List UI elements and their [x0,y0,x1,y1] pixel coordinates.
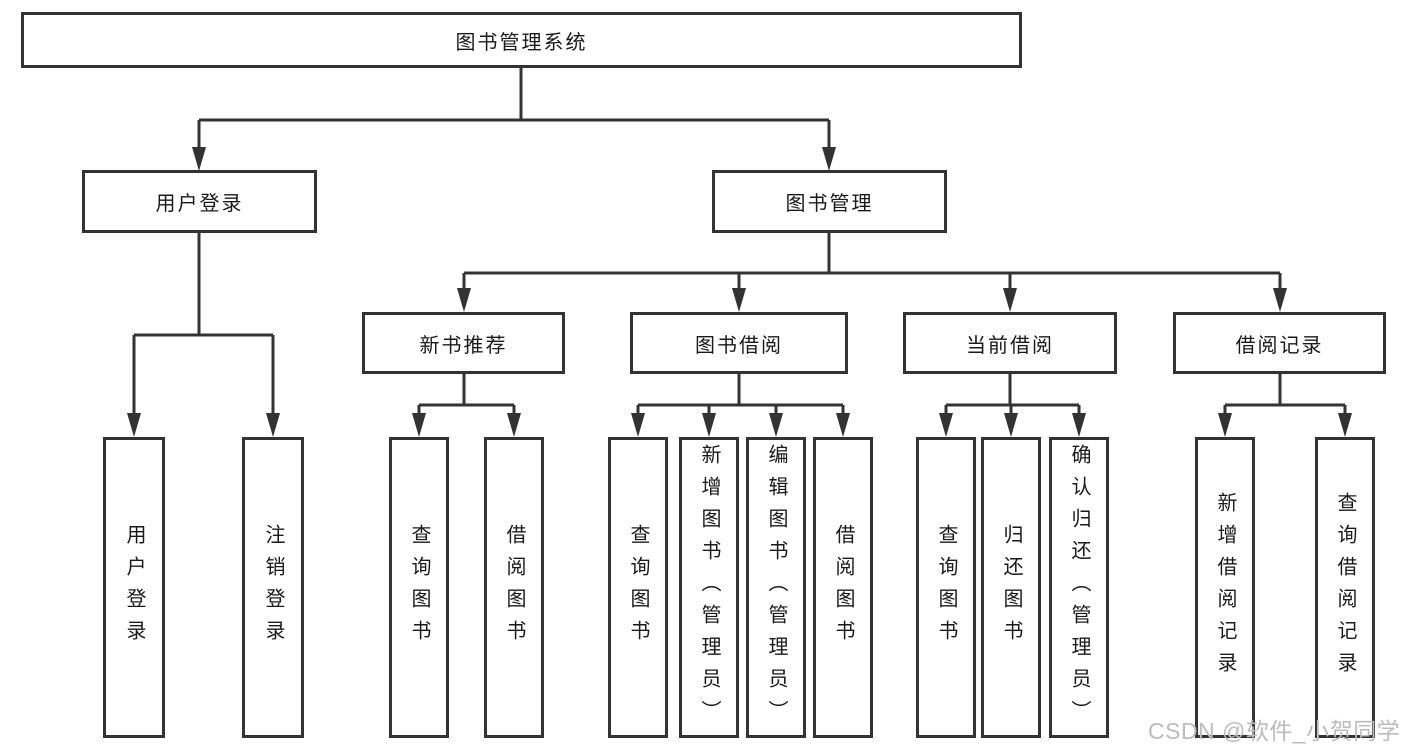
arrowhead [769,413,783,437]
arrowhead [412,413,426,437]
connector-records-to-leaves [1223,373,1347,416]
arrowhead [507,413,521,437]
leaf-current-return-books: 归还图书 [981,437,1041,738]
leaf-current-query-books: 查询图书 [916,437,976,738]
leaf-current-confirm-return-admin: 确认归还（管理员） [1049,437,1109,738]
connector-recommend-to-leaves [417,373,516,416]
leaf-borrow-edit-books-admin: 编辑图书（管理员） [746,437,806,738]
arrowhead [631,413,645,437]
node-label: 查询图书 [935,523,957,652]
leaf-records-add-record: 新增借阅记录 [1195,437,1255,738]
node-label: 图书借阅 [695,334,783,357]
connector-bookmgmt-to-level3 [462,232,1282,291]
arrowhead [127,413,141,437]
arrowhead [1273,288,1287,312]
node-label: 查询借阅记录 [1334,491,1356,684]
connector-lines [132,68,1347,416]
node-label: 图书管理 [785,193,874,215]
node-current-borrow: 当前借阅 [903,312,1117,374]
leaf-user-login: 用户登录 [103,437,165,738]
leaf-logout: 注销登录 [242,437,304,738]
node-label: 借阅记录 [1235,334,1324,357]
node-borrow-records: 借阅记录 [1173,312,1386,374]
node-new-book-recommend: 新书推荐 [362,312,565,374]
arrowhead [939,413,953,437]
arrowhead [822,147,836,171]
node-label: 用户登录 [123,523,145,652]
node-label: 当前借阅 [966,334,1054,357]
node-label: 新增图书（管理员） [698,443,720,732]
csdn-watermark: CSDN @软件_小贺同学 [1148,718,1401,744]
node-label: 归还图书 [1000,523,1022,652]
node-label: 用户登录 [155,193,244,215]
node-label: 编辑图书（管理员） [765,443,787,732]
node-label: 借阅图书 [503,523,525,652]
arrowhead [1004,413,1018,437]
leaf-borrow-query-books: 查询图书 [608,437,668,738]
arrowhead [702,413,716,437]
arrowhead [1338,413,1352,437]
node-label: 新增借阅记录 [1214,491,1236,684]
node-book-borrow: 图书借阅 [630,312,848,374]
node-label: 借阅图书 [832,523,854,652]
node-book-management-system: 图书管理系统 [21,12,1022,68]
arrowhead [1218,413,1232,437]
node-label: 确认归还（管理员） [1068,443,1090,732]
arrowhead [836,413,850,437]
node-label: 查询图书 [627,523,649,652]
leaf-recommend-query-books: 查询图书 [389,437,449,738]
leaf-borrow-add-books-admin: 新增图书（管理员） [679,437,739,738]
connector-userlogin-to-leaves [132,232,275,416]
node-label: 图书管理系统 [455,31,588,54]
arrowhead [192,147,206,171]
connector-borrow-to-leaves [636,373,845,416]
leaf-recommend-borrow-books: 借阅图书 [484,437,544,738]
arrowheads [127,147,1352,437]
node-label: 注销登录 [262,523,284,652]
arrowhead [1003,288,1017,312]
arrowhead [266,413,280,437]
node-label: 查询图书 [408,523,430,652]
connector-root-to-level2 [197,68,831,150]
arrowhead [732,288,746,312]
arrowhead [1072,413,1086,437]
node-book-management: 图书管理 [712,170,947,233]
leaf-records-query-record: 查询借阅记录 [1315,437,1375,738]
connector-current-to-leaves [944,373,1081,416]
arrowhead [457,288,471,312]
node-label: 新书推荐 [419,334,508,357]
leaf-borrow-borrow-books: 借阅图书 [813,437,873,738]
node-user-login: 用户登录 [82,170,317,233]
